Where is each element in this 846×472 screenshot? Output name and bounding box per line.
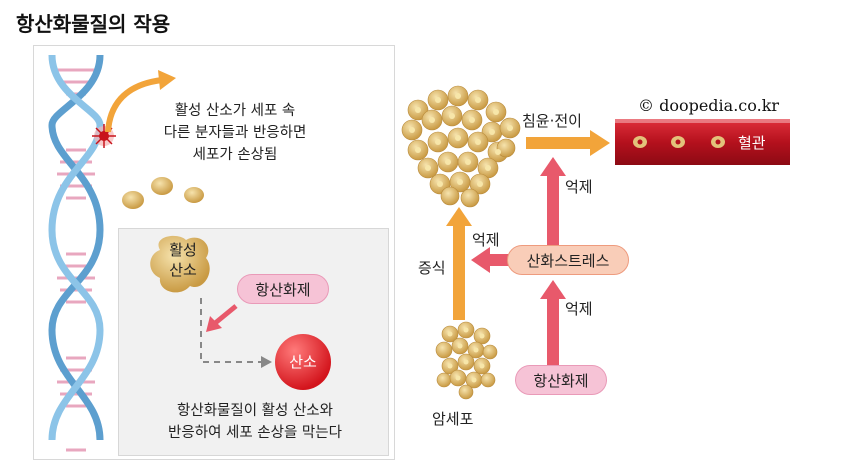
active-oxygen-icon xyxy=(150,235,210,293)
active-oxygen-label: 활성 산소 xyxy=(158,240,208,280)
active-oxygen-line: 활성 xyxy=(169,241,197,259)
proliferation-label: 증식 xyxy=(418,259,446,277)
cell-fragments-icon xyxy=(122,177,204,209)
copyright-text: © doopedia.co.kr xyxy=(638,96,780,115)
oxygen-label: 산소 xyxy=(289,353,317,371)
caption-line: 활성 산소가 세포 속 xyxy=(174,103,296,119)
antioxidant-arrow-icon xyxy=(206,304,238,332)
invasion-label: 침윤·전이 xyxy=(522,112,582,130)
reaction-box xyxy=(118,228,389,456)
proliferation-arrow-icon xyxy=(446,207,472,320)
suppress-label-left: 억제 xyxy=(472,231,500,249)
reaction-arrow-icon xyxy=(105,70,176,133)
oxygen-icon xyxy=(275,334,331,390)
suppress-proliferation-arrow-icon xyxy=(471,247,510,273)
page-title: 항산화물질의 작용 xyxy=(16,12,171,36)
active-oxygen-line: 산소 xyxy=(169,261,197,279)
oxidative-stress-pill: 산화스트레스 xyxy=(507,245,629,275)
invasion-arrow-icon xyxy=(526,130,610,156)
blood-vessel-icon xyxy=(615,119,790,165)
suppress-label-top: 억제 xyxy=(565,178,593,196)
cancer-cell-label: 암세포 xyxy=(432,410,474,428)
suppress-stress-arrow-icon xyxy=(540,280,566,365)
conversion-dashed-arrow-icon xyxy=(200,298,272,368)
blood-vessel-label: 혈관 xyxy=(738,134,766,152)
caption-line: 다른 분자들과 반응하면 xyxy=(163,125,307,141)
tumor-cluster-icon xyxy=(401,85,521,208)
reaction-caption-line: 항산화물질이 활성 산소와 xyxy=(177,403,333,419)
reaction-caption-line: 반응하여 세포 손상을 막는다 xyxy=(168,425,342,441)
antioxidant-pill-right: 항산화제 xyxy=(515,365,607,395)
suppress-label-bottom: 억제 xyxy=(565,300,593,318)
dna-helix-icon xyxy=(48,54,104,452)
damage-caption: 활성 산소가 세포 속 다른 분자들과 반응하면 세포가 손상됨 xyxy=(150,100,320,166)
antioxidant-pill-left: 항산화제 xyxy=(237,274,329,304)
cancer-cell-icon xyxy=(435,321,498,400)
reaction-caption: 항산화물질이 활성 산소와 반응하여 세포 손상을 막는다 xyxy=(125,400,385,444)
suppress-invasion-arrow-icon xyxy=(540,157,566,246)
caption-line: 세포가 손상됨 xyxy=(192,147,278,163)
